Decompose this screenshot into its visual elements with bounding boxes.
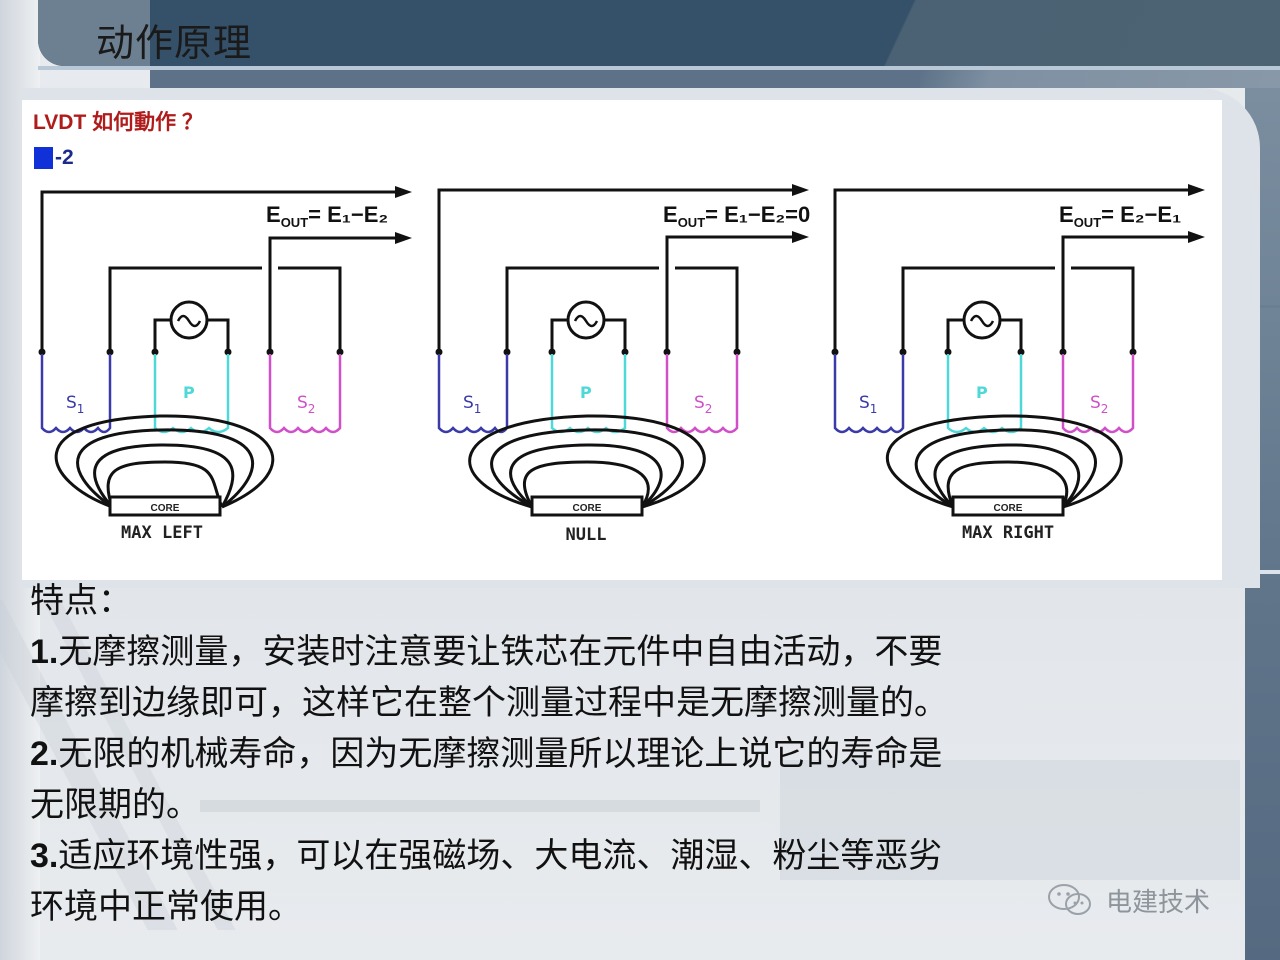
header-divider: [38, 66, 1280, 70]
svg-text:S1: S1: [859, 393, 877, 416]
figure-icon: [34, 147, 53, 169]
diagram-max-left: S1 P S2 CORE MAX LEFT EOUT= E₁−E₂: [38, 186, 412, 543]
svg-text:EOUT= E₁−E₂: EOUT= E₁−E₂: [266, 202, 388, 230]
svg-text:CORE: CORE: [151, 503, 180, 514]
features-heading: 特点：: [30, 581, 132, 621]
feature-line: 无限期的。: [30, 785, 200, 825]
diagram-question: LVDT 如何動作 ？: [33, 111, 203, 134]
svg-text:S2: S2: [297, 393, 315, 416]
feature-line: 1.无摩擦测量，安装时注意要让铁芯在元件中自由活动，不要: [30, 632, 943, 672]
svg-text:CORE: CORE: [994, 503, 1023, 514]
svg-text:MAX RIGHT: MAX RIGHT: [962, 523, 1054, 543]
svg-text:P: P: [976, 383, 988, 402]
feature-line: 环境中正常使用。: [30, 887, 302, 927]
svg-text:P: P: [183, 383, 195, 402]
diagram-null: S1 P S2 CORE NULL EOUT= E₁−E₂=0: [435, 184, 810, 545]
background-stripe: [200, 800, 760, 812]
figure-number: -2: [55, 146, 74, 169]
svg-text:P: P: [580, 383, 592, 402]
sub-band-right: [920, 70, 1280, 88]
features-text: 特点： 1.无摩擦测量，安装时注意要让铁芯在元件中自由活动，不要 摩擦到边缘即可…: [30, 576, 1210, 933]
watermark: 电建技术: [1046, 880, 1210, 920]
header-diagonal-accent: [860, 0, 1280, 66]
watermark-text: 电建技术: [1106, 887, 1211, 918]
svg-text:MAX LEFT: MAX LEFT: [121, 523, 203, 543]
feature-line: 摩擦到边缘即可，这样它在整个测量过程中是无摩擦测量的。: [30, 683, 948, 723]
svg-text:S1: S1: [66, 393, 84, 416]
feature-line: 2.无限的机械寿命，因为无摩擦测量所以理论上说它的寿命是: [30, 734, 943, 774]
figure-label: -2: [34, 146, 74, 170]
page-title: 动作原理: [96, 21, 253, 65]
svg-text:EOUT= E₁−E₂=0: EOUT= E₁−E₂=0: [663, 202, 810, 230]
svg-text:NULL: NULL: [566, 525, 607, 545]
background-panel: [780, 760, 1240, 880]
header-band-accent: [38, 0, 150, 66]
svg-text:EOUT= E₂−E₁: EOUT= E₂−E₁: [1059, 202, 1181, 230]
diagram-max-right: S1 P S2 CORE MAX RIGHT EOUT= E₂−E₁: [831, 184, 1205, 543]
wechat-icon: [1048, 884, 1091, 915]
feature-line: 3.适应环境性强，可以在强磁场、大电流、潮湿、粉尘等恶劣: [30, 836, 943, 876]
svg-text:S2: S2: [694, 393, 712, 416]
svg-text:S1: S1: [463, 393, 481, 416]
svg-text:S2: S2: [1090, 393, 1108, 416]
svg-text:CORE: CORE: [573, 503, 602, 514]
